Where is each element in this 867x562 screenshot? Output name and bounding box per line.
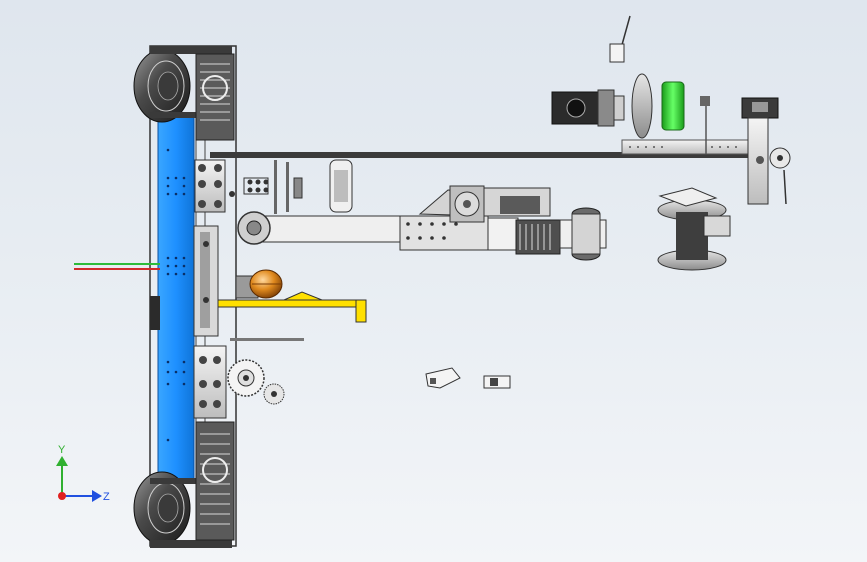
side-motor[interactable] <box>150 296 160 330</box>
bracket-part-b[interactable] <box>483 375 511 389</box>
bearing-cluster-lower[interactable] <box>193 345 227 419</box>
tension-rod[interactable] <box>700 96 710 154</box>
dome-motor[interactable] <box>235 269 283 299</box>
wrist-gear-pack[interactable] <box>515 219 561 255</box>
yellow-gripper[interactable] <box>217 291 367 341</box>
drive-wheel-bottom[interactable] <box>133 471 232 548</box>
coordinate-triad-icon: Y Z <box>56 444 110 503</box>
chassis-blue-beam[interactable] <box>157 113 195 481</box>
bearing-cluster-upper[interactable] <box>194 159 226 213</box>
gearbox-top[interactable] <box>195 53 235 141</box>
chassis-assembly[interactable] <box>133 45 237 548</box>
linear-rail[interactable] <box>210 139 760 158</box>
telescopic-arm[interactable] <box>237 185 607 261</box>
triad-y-label: Y <box>58 444 66 456</box>
spur-gear-large[interactable] <box>227 359 265 397</box>
beam-hole-pattern <box>166 148 186 442</box>
lever-bracket[interactable] <box>609 15 631 63</box>
spacer-parts[interactable] <box>229 159 353 214</box>
rail-end-carriage[interactable] <box>741 97 791 205</box>
flat-pulley[interactable] <box>631 73 653 139</box>
bracket-part-a[interactable] <box>425 367 461 389</box>
spur-gear-small[interactable] <box>263 383 285 405</box>
green-drum[interactable] <box>661 81 685 131</box>
lift-plate[interactable] <box>193 225 219 337</box>
end-roller[interactable] <box>559 207 607 261</box>
gearbox-bottom[interactable] <box>195 421 235 541</box>
drive-wheel-top[interactable] <box>133 46 232 123</box>
elbow-actuator[interactable] <box>449 185 551 223</box>
wire-harness <box>74 263 160 270</box>
triad-z-label: Z <box>103 491 110 503</box>
servo-motor[interactable] <box>551 89 625 127</box>
omni-wheel-pair[interactable] <box>657 187 731 271</box>
